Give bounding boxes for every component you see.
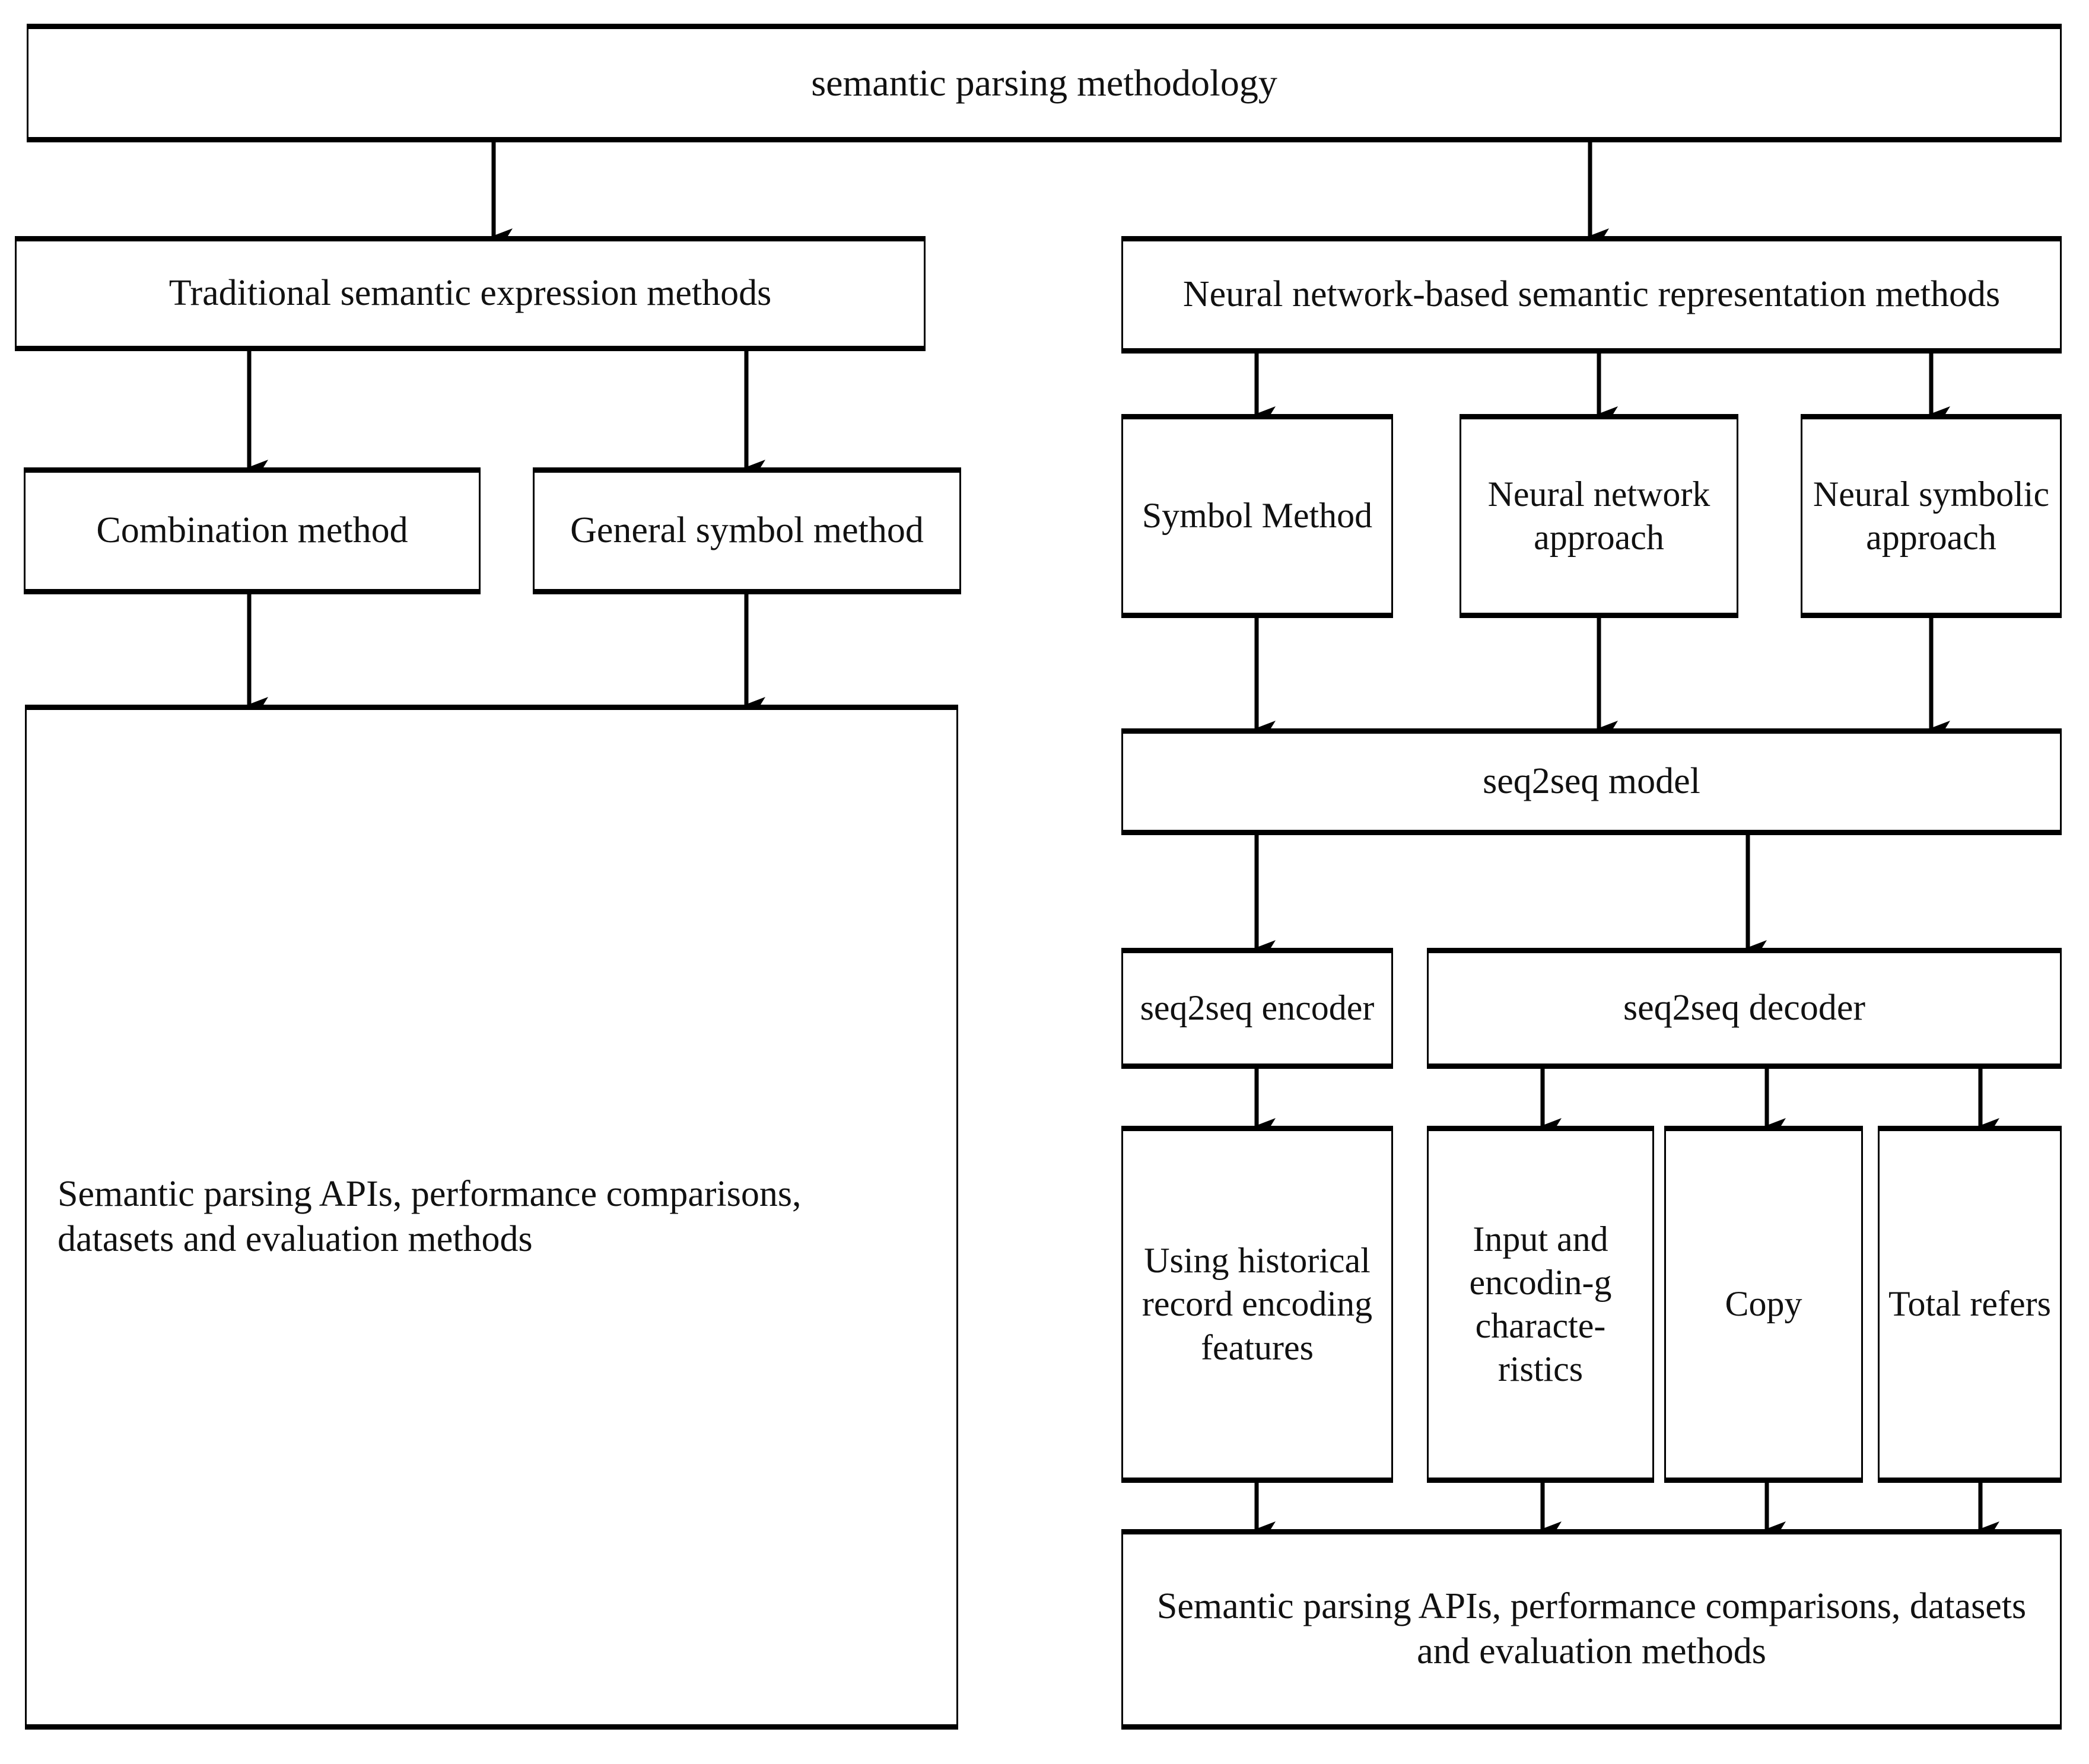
node-seq2seq-encoder[interactable]: seq2seq encoder [1121,948,1393,1069]
node-traditional-label: Traditional semantic expression methods [168,273,772,314]
node-root-label: semantic parsing methodology [811,61,1277,104]
node-neural-network-based-methods[interactable]: Neural network-based semantic representa… [1121,236,2062,354]
node-neural-symbolic-label: Neural symbolic approach [1813,474,2050,557]
node-seq2seq-model[interactable]: seq2seq model [1121,728,2062,835]
node-symbol-method-label: Symbol Method [1142,496,1373,536]
node-neural-based-label: Neural network-based semantic representa… [1182,274,2001,315]
node-general-symbol-label: General symbol method [570,510,924,551]
node-right-summary-label: Semantic parsing APIs, performance compa… [1156,1586,2027,1671]
node-seq2seq-decoder[interactable]: seq2seq decoder [1427,948,2062,1069]
node-using-historical-record-encoding-features[interactable]: Using historical record encoding feature… [1121,1126,1393,1483]
node-general-symbol-method[interactable]: General symbol method [533,467,961,594]
node-left-summary-label: Semantic parsing APIs, performance compa… [58,1174,802,1259]
node-total-refers-label: Total refers [1888,1284,2051,1324]
node-nn-approach-label: Neural network approach [1487,474,1710,557]
node-neural-network-approach[interactable]: Neural network approach [1460,414,1738,618]
node-neural-symbolic-approach[interactable]: Neural symbolic approach [1801,414,2062,618]
node-copy-label: Copy [1725,1284,1802,1324]
node-combination-label: Combination method [96,510,408,551]
node-historical-features-label: Using historical record encoding feature… [1142,1241,1373,1367]
node-total-refers[interactable]: Total refers [1878,1126,2062,1483]
node-input-and-encoding-characteristics[interactable]: Input and encodin-g characte-ristics [1427,1126,1654,1483]
node-input-encoding-label: Input and encodin-g characte-ristics [1469,1219,1612,1389]
node-combination-method[interactable]: Combination method [24,467,481,594]
node-root[interactable]: semantic parsing methodology [27,24,2062,142]
node-left-summary[interactable]: Semantic parsing APIs, performance compa… [25,705,958,1730]
node-traditional-semantic-expression-methods[interactable]: Traditional semantic expression methods [15,236,926,351]
node-copy[interactable]: Copy [1664,1126,1863,1483]
node-seq2seq-encoder-label: seq2seq encoder [1140,988,1375,1028]
node-seq2seq-model-label: seq2seq model [1483,761,1700,802]
node-symbol-method[interactable]: Symbol Method [1121,414,1393,618]
node-seq2seq-decoder-label: seq2seq decoder [1623,988,1865,1029]
node-right-summary[interactable]: Semantic parsing APIs, performance compa… [1121,1529,2062,1730]
